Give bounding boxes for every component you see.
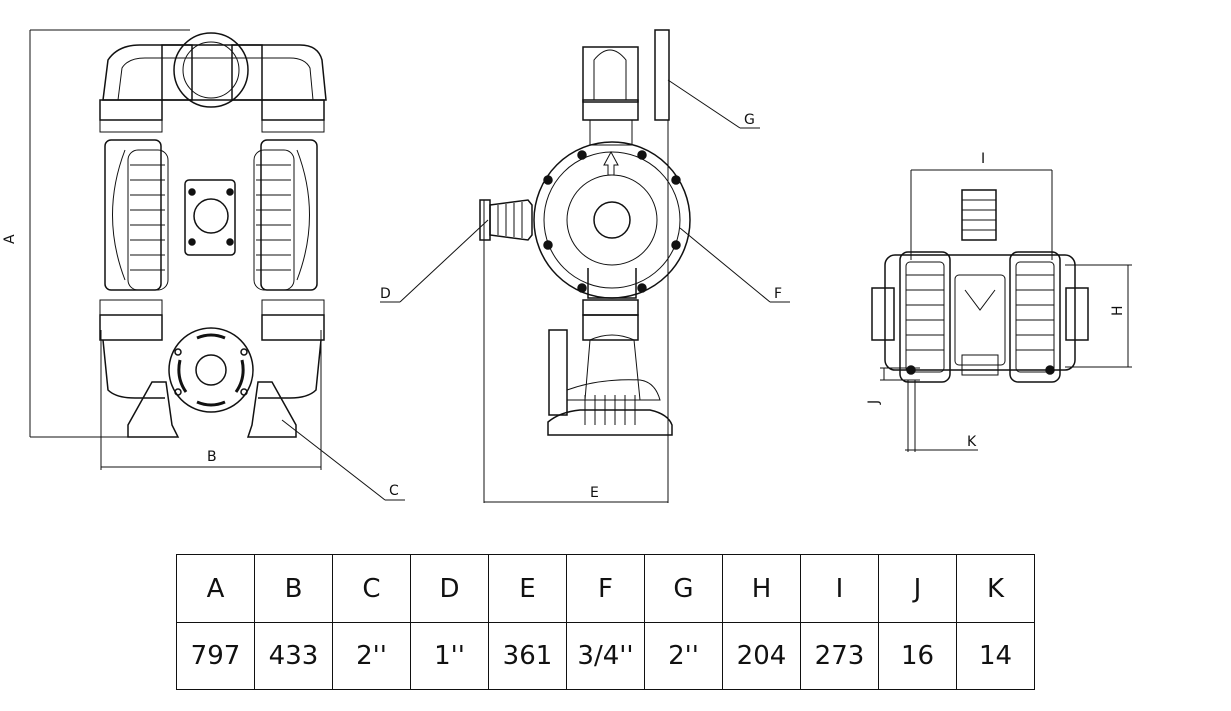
table-value-cell: 204	[722, 622, 801, 690]
side-view: E G D F	[380, 29, 790, 503]
label-i: I	[981, 151, 985, 167]
top-view: I H J K	[866, 151, 1132, 452]
label-f: F	[774, 286, 782, 302]
label-h: H	[1110, 305, 1126, 316]
label-a: A	[2, 234, 18, 244]
table-header-cell: D	[410, 554, 489, 623]
table-value-cell: 433	[254, 622, 333, 690]
table-value-cell: 361	[488, 622, 567, 690]
pump-dimension-drawing: A B C	[2, 29, 1132, 503]
label-e: E	[590, 485, 599, 501]
table-value-cell: 1''	[410, 622, 489, 690]
table-header-cell: C	[332, 554, 411, 623]
table-value-cell: 16	[878, 622, 957, 690]
table-header-cell: E	[488, 554, 567, 623]
table-header-cell: H	[722, 554, 801, 623]
table-value-cell: 2''	[332, 622, 411, 690]
front-view: A B C	[2, 29, 405, 501]
table-header-cell: B	[254, 554, 333, 623]
table-header-cell: F	[566, 554, 645, 623]
table-value-cell: 3/4''	[566, 622, 645, 690]
table-header-cell: J	[878, 554, 957, 623]
label-g: G	[744, 112, 755, 128]
table-header-cell: K	[956, 554, 1035, 623]
label-d: D	[380, 286, 391, 302]
table-header-cell: G	[644, 554, 723, 623]
label-c: C	[389, 483, 399, 499]
label-b: B	[207, 449, 217, 465]
table-value-cell: 797	[176, 622, 255, 690]
table-value-cell: 2''	[644, 622, 723, 690]
table-header-row: A B C D E F G H I J K	[176, 554, 1035, 623]
dimensions-table: A B C D E F G H I J K 797 433 2'' 1'' 36…	[176, 554, 1035, 690]
label-k: K	[967, 434, 977, 450]
table-value-cell: 14	[956, 622, 1035, 690]
table-header-cell: I	[800, 554, 879, 623]
table-header-cell: A	[176, 554, 255, 623]
table-value-cell: 273	[800, 622, 879, 690]
table-value-row: 797 433 2'' 1'' 361 3/4'' 2'' 204 273 16…	[176, 622, 1035, 690]
label-j: J	[866, 400, 882, 405]
